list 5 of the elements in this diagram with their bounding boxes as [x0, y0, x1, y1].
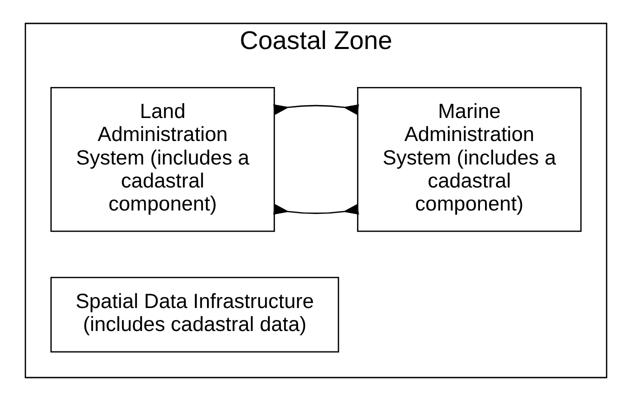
node-box: Marine Administration System (includes a cadastral component) [356, 86, 582, 232]
node-box: Land Administration System (includes a cadastral component) [50, 86, 274, 232]
connector [272, 104, 359, 115]
connector [272, 204, 359, 215]
node-box: Spatial Data Infrastructure (includes cadastral data) [50, 276, 339, 353]
